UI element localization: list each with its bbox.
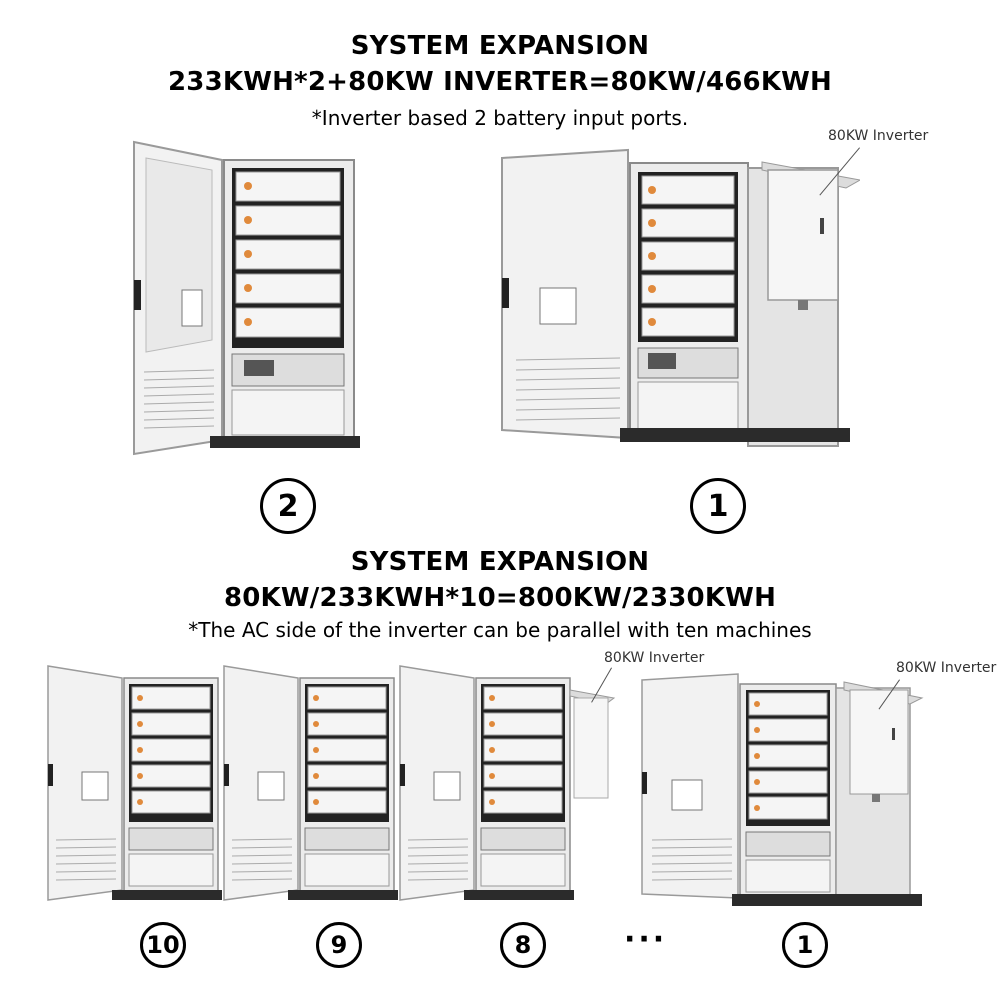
battery-cabinet-9 [222,664,400,902]
marker-2: 2 [260,478,316,534]
top-note: *Inverter based 2 battery input ports. [311,106,689,130]
bottom-inverter-label-a: 80KW Inverter [604,650,705,666]
marker-8: 8 [500,922,546,968]
bottom-note: *The AC side of the inverter can be para… [188,618,812,642]
bottom-inverter-label-b: 80KW Inverter [896,660,997,676]
marker-1-bottom: 1 [782,922,828,968]
battery-cabinet-2 [132,140,362,460]
marker-1-top: 1 [690,478,746,534]
inverter-box-icon [761,161,860,310]
battery-cabinet-icon [399,665,616,901]
top-formula: 233KWH*2+80KW INVERTER=80KW/466KWH [167,67,833,97]
top-title: SYSTEM EXPANSION [350,31,650,61]
battery-cabinet-icon [641,673,924,906]
battery-cabinet-icon [47,665,222,901]
battery-cabinet-1-bottom [640,672,930,912]
ellipsis: ··· [624,922,668,957]
inverter-box-icon [569,689,616,799]
inverter-box-icon [843,681,924,802]
bottom-title: SYSTEM EXPANSION [350,547,650,577]
bottom-formula: 80KW/233KWH*10=800KW/2330KWH [223,583,777,613]
battery-cabinet-10 [46,664,224,902]
battery-cabinet-icon [223,665,398,901]
top-inverter-label: 80KW Inverter [828,128,929,144]
marker-9: 9 [316,922,362,968]
battery-cabinet-icon [501,148,860,447]
marker-10: 10 [140,922,186,968]
battery-cabinet-1-with-inverter [500,148,860,458]
battery-cabinet-8 [398,664,618,902]
battery-cabinet-icon [133,140,360,456]
